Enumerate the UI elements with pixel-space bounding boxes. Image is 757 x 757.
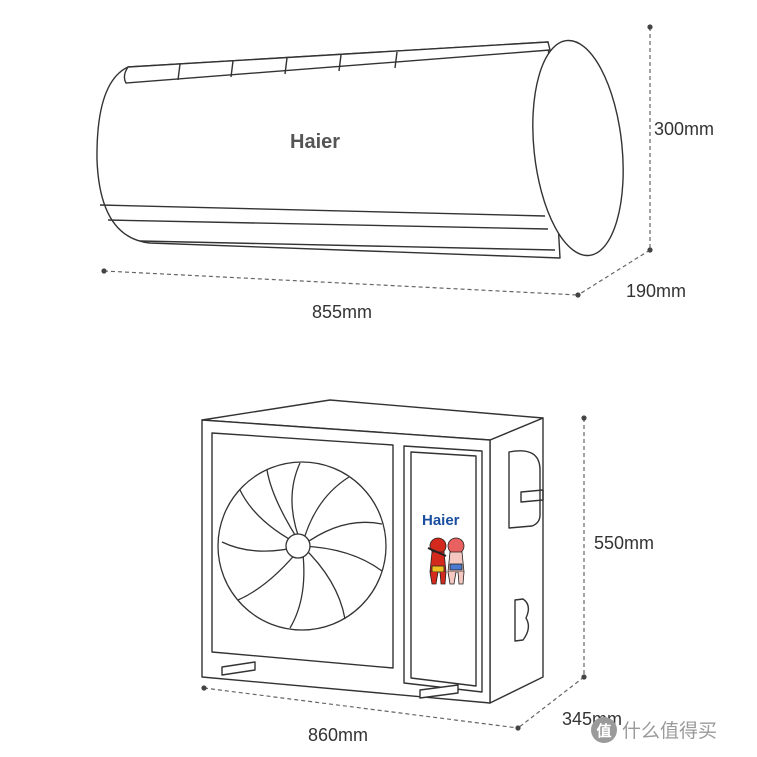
outdoor-brand-logo: Haier [422,512,460,529]
watermark-text: 什么值得买 [622,720,717,742]
fan-hub [285,533,311,559]
indoor-dimension-endpoints [101,24,653,298]
outdoor-right-panel [403,445,483,693]
outdoor-unit-front [201,419,491,704]
smzdm-logo-icon: 值 [591,717,617,743]
watermark: 值 什么值得买 [591,717,717,743]
svg-text:值: 值 [596,722,611,740]
outdoor-fan [217,461,387,631]
haier-brothers-mascot-icon [427,537,465,585]
outdoor-foot-right [419,684,459,699]
fan-grille-frame [211,432,394,669]
outdoor-side-handle [508,450,541,529]
outdoor-foot-left [221,661,256,676]
fan-guard-ring [217,461,387,631]
indoor-dimension-lines [103,27,651,296]
indoor-unit [96,39,624,259]
indoor-unit-top-vent-dividers [177,51,398,81]
outdoor-dimension-lines [203,418,585,729]
indoor-brand-logo: Haier [290,131,340,153]
indoor-unit-top-vent [123,41,551,84]
indoor-width-label: 855mm [312,302,372,322]
indoor-unit-end-cap [532,39,624,257]
outdoor-width-label: 860mm [308,725,368,745]
indoor-unit-louver [99,204,556,251]
outdoor-side-valve [514,598,530,642]
outdoor-dimension-endpoints [201,415,587,731]
indoor-depth-label: 190mm [626,281,686,301]
indoor-height-label: 300mm [654,119,714,139]
outdoor-height-label: 550mm [594,533,654,553]
outdoor-unit [201,399,544,704]
